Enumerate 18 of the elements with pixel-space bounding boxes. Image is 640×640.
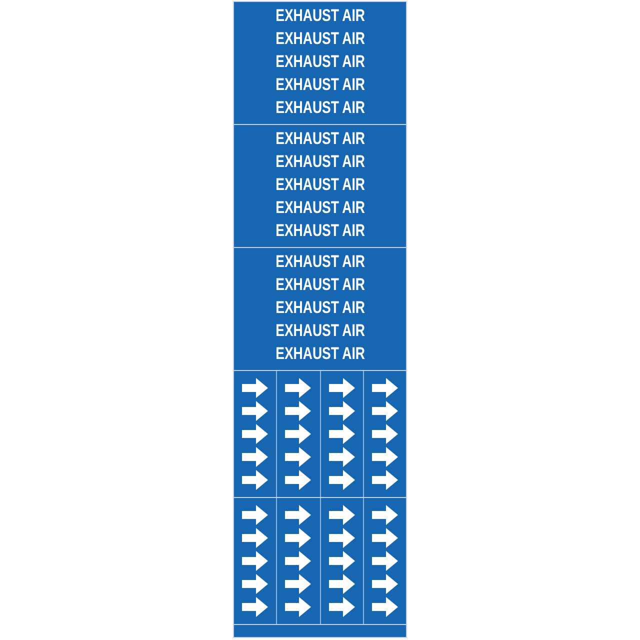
label-text: EXHAUST AIR [275,175,365,195]
label-text: EXHAUST AIR [275,152,365,172]
label-text: EXHAUST AIR [275,98,365,118]
label-text: EXHAUST AIR [275,75,365,95]
label-text: EXHAUST AIR [275,52,365,72]
label-text: EXHAUST AIR [275,198,365,218]
label-text: EXHAUST AIR [275,129,365,149]
label-text: EXHAUST AIR [275,344,365,364]
label-text: EXHAUST AIR [275,6,365,26]
label-text: EXHAUST AIR [275,321,365,341]
label-panel [234,125,406,247]
label-text: EXHAUST AIR [275,29,365,49]
label-text: EXHAUST AIR [275,275,365,295]
label-panel [234,2,406,124]
label-text: EXHAUST AIR [275,252,365,272]
label-text: EXHAUST AIR [275,298,365,318]
label-panel [234,248,406,370]
label-text: EXHAUST AIR [275,221,365,241]
